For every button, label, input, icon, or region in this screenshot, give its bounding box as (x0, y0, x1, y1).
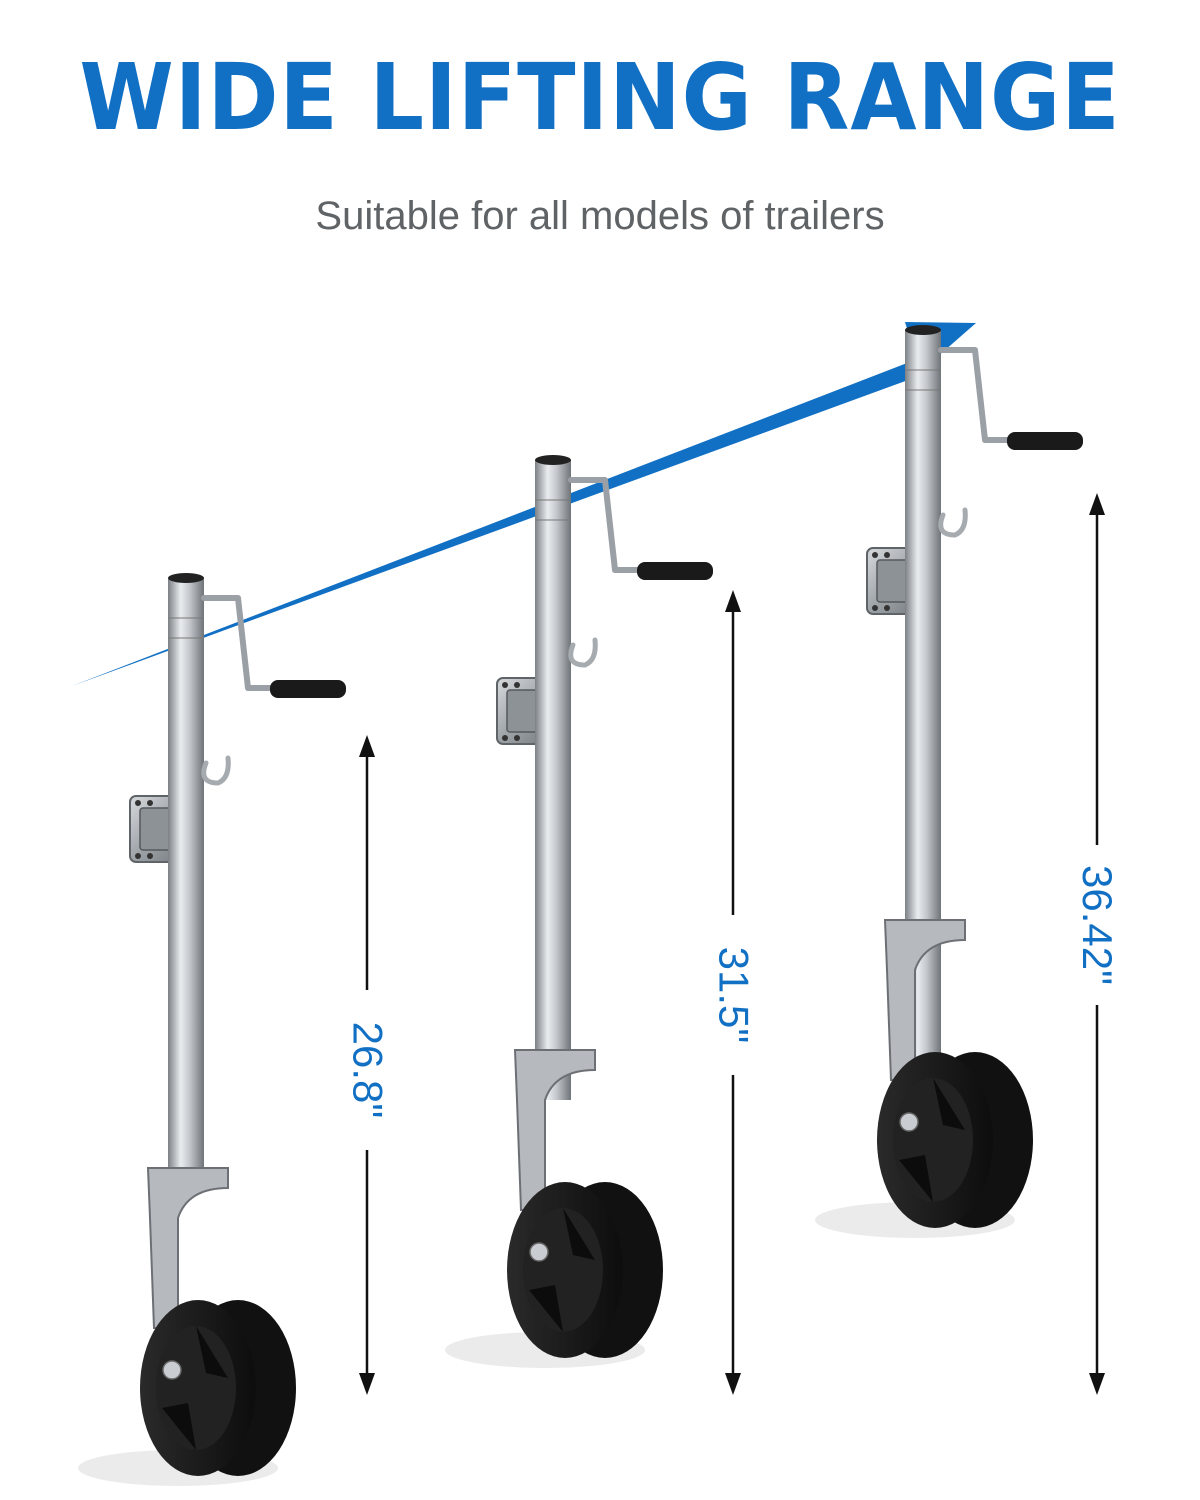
trailer-jack-icon (78, 573, 346, 1486)
subheadline: Suitable for all models of trailers (315, 194, 885, 238)
dimension-arrow-icon (359, 735, 375, 1395)
trailer-jack-icon (815, 325, 1083, 1238)
trailer-jack-icon (445, 455, 713, 1368)
trend-arrow-icon (72, 322, 976, 686)
dimension-arrow-icon (1089, 493, 1105, 1395)
headline: WIDE LIFTING RANGE (79, 44, 1121, 151)
height-label: 36.42" (1074, 864, 1122, 986)
height-label: 31.5" (709, 946, 757, 1044)
dimension-arrow-icon (725, 590, 741, 1395)
height-label: 26.8" (343, 1021, 391, 1119)
